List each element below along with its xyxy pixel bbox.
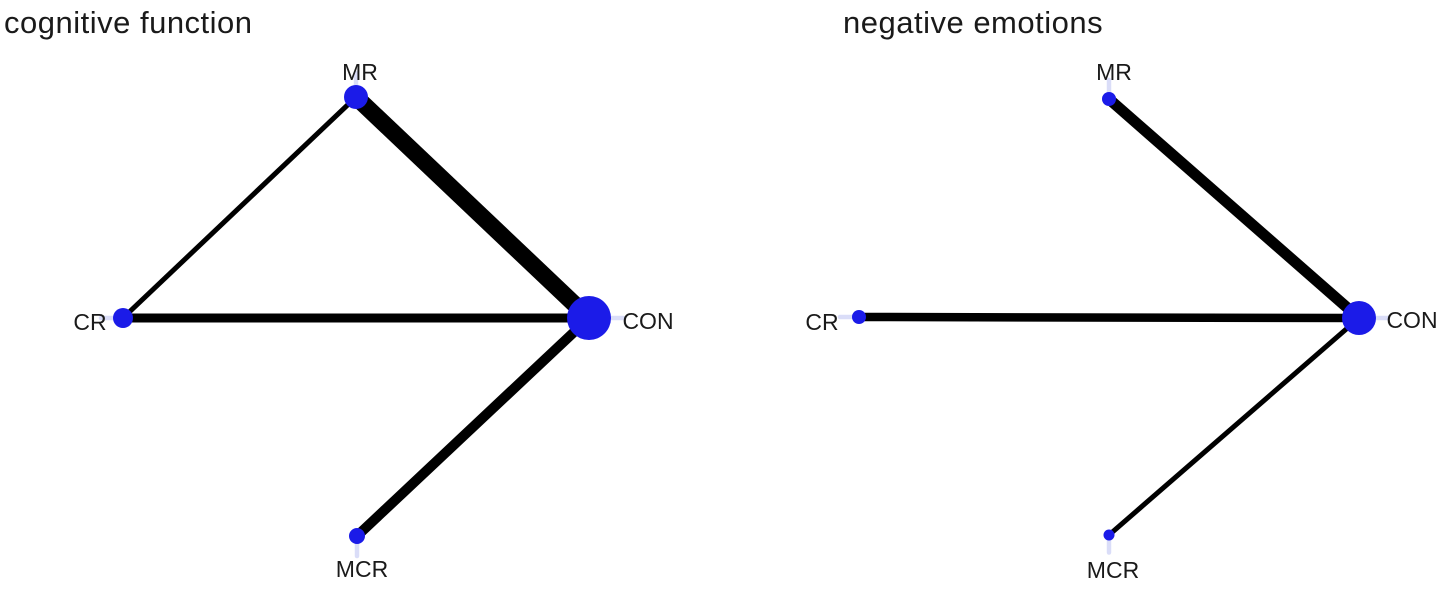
node-label-CON: CON (622, 308, 673, 334)
node-label-MR: MR (342, 59, 378, 85)
node-label-MCR: MCR (336, 556, 388, 582)
node-label-MCR: MCR (1087, 557, 1139, 583)
edge-MR-CON (1105, 94, 1363, 323)
node-label-MR: MR (1096, 59, 1132, 85)
node-CR (852, 310, 866, 324)
panel-title-cognitive-function: cognitive function (4, 5, 253, 40)
edge-MCR-CON (353, 314, 593, 540)
node-label-CR: CR (73, 309, 106, 335)
edge-CR-CON (858, 312, 1360, 323)
node-CON (567, 296, 611, 340)
network-panel-right: MR CR CON MCR (805, 59, 1437, 583)
node-label-CR: CR (805, 309, 838, 335)
panel-title-negative-emotions: negative emotions (843, 5, 1104, 40)
node-CR (113, 308, 133, 328)
node-CON (1342, 301, 1376, 335)
edge-MR-CON (350, 90, 595, 325)
node-MR (1102, 92, 1116, 106)
node-MCR (1103, 529, 1115, 541)
edge-MCR-CON (1107, 316, 1361, 537)
edge-CR-MR (121, 95, 358, 320)
node-MCR (349, 528, 365, 544)
node-label-CON: CON (1386, 307, 1437, 333)
node-MR (344, 85, 368, 109)
network-panel-left: MR CR CON MCR (73, 59, 673, 582)
